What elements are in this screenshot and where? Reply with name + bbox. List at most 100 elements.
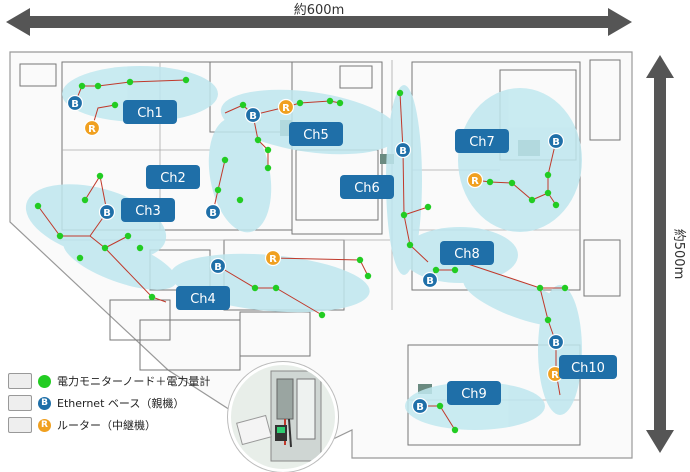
legend-node-label: 電力モニターノード＋電力量計 — [57, 375, 211, 388]
svg-text:Ch7: Ch7 — [469, 135, 495, 150]
node-dot — [136, 244, 144, 252]
channel-label-ch5: Ch5 — [289, 122, 343, 146]
legend: 電力モニターノード＋電力量計 B Ethernet ベース（親機） R ルーター… — [8, 370, 238, 436]
node-dot — [544, 171, 552, 179]
svg-text:Ch2: Ch2 — [160, 171, 186, 186]
node-dot — [251, 284, 259, 292]
channel-label-ch8: Ch8 — [440, 241, 494, 265]
base-marker: B — [209, 257, 227, 275]
height-arrow — [646, 55, 674, 453]
svg-text:B: B — [416, 402, 424, 413]
svg-text:R: R — [269, 254, 277, 265]
node-dot — [451, 426, 459, 434]
node-dot — [239, 101, 247, 109]
node-dot — [356, 256, 364, 264]
node-dot — [34, 202, 42, 210]
node-dot — [544, 316, 552, 324]
base-marker: B — [66, 94, 84, 112]
legend-row-base: B Ethernet ベース（親機） — [8, 392, 238, 414]
node-dot — [126, 78, 134, 86]
svg-text:Ch4: Ch4 — [190, 292, 216, 307]
node-dot — [536, 284, 544, 292]
svg-text:Ch3: Ch3 — [135, 204, 161, 219]
node-dot — [318, 311, 326, 319]
svg-text:B: B — [552, 338, 560, 349]
svg-text:R: R — [551, 370, 559, 381]
base-marker: B — [394, 141, 412, 159]
node-dot — [544, 189, 552, 197]
node-dot — [552, 201, 560, 209]
svg-text:B: B — [214, 262, 222, 273]
node-dot — [432, 266, 440, 274]
node-dot — [272, 284, 280, 292]
base-marker: B — [98, 203, 116, 221]
svg-text:B: B — [103, 208, 111, 219]
legend-row-router: R ルーター（中継機） — [8, 414, 238, 436]
svg-text:Ch1: Ch1 — [137, 106, 163, 121]
base-marker: B — [204, 203, 222, 221]
router-marker: R — [277, 98, 295, 116]
node-dot — [326, 97, 334, 105]
node-dot — [96, 172, 104, 180]
node-dot — [406, 241, 414, 249]
node-dot — [436, 402, 444, 410]
node-dot — [214, 186, 222, 194]
node-dot — [424, 203, 432, 211]
svg-text:B: B — [552, 137, 560, 148]
svg-text:B: B — [399, 146, 407, 157]
node-dot — [78, 82, 86, 90]
svg-text:R: R — [282, 103, 290, 114]
svg-text:Ch6: Ch6 — [354, 181, 380, 196]
base-marker: B — [547, 132, 565, 150]
node-dot — [486, 178, 494, 186]
width-arrow — [6, 8, 632, 36]
node-dot — [336, 99, 344, 107]
width-label: 約600m — [294, 3, 344, 18]
node-dot — [111, 101, 119, 109]
node-dot — [148, 293, 156, 301]
height-label: 約500m — [671, 229, 686, 279]
electrical-panel-icon — [236, 370, 322, 462]
node-dot — [182, 76, 190, 84]
base-marker: B — [411, 397, 429, 415]
node-dot — [264, 146, 272, 154]
router-marker: R — [466, 171, 484, 189]
svg-text:B: B — [209, 208, 217, 219]
channel-label-ch10: Ch10 — [559, 355, 617, 379]
node-dot — [221, 156, 229, 164]
node-dot — [124, 232, 132, 240]
svg-text:Ch10: Ch10 — [571, 361, 605, 376]
legend-row-node: 電力モニターノード＋電力量計 — [8, 370, 238, 392]
node-dot — [400, 211, 408, 219]
node-dot — [508, 179, 516, 187]
base-marker: B — [244, 106, 262, 124]
node-dot — [264, 164, 272, 172]
channel-label-ch3: Ch3 — [121, 198, 175, 222]
svg-text:B: B — [249, 111, 257, 122]
node-dot — [364, 272, 372, 280]
channel-label-ch7: Ch7 — [455, 129, 509, 153]
svg-text:Ch5: Ch5 — [303, 128, 329, 143]
device-icon — [8, 373, 32, 389]
node-dot — [561, 284, 569, 292]
svg-text:B: B — [71, 99, 79, 110]
base-dot-icon: B — [38, 396, 51, 410]
channel-label-ch1: Ch1 — [123, 100, 177, 124]
node-dot — [81, 196, 89, 204]
node-dot — [94, 82, 102, 90]
node-dot — [296, 99, 304, 107]
node-dot — [528, 196, 536, 204]
node-dot — [236, 196, 244, 204]
node-dot — [396, 89, 404, 97]
base-marker: B — [547, 333, 565, 351]
node-dot — [451, 266, 459, 274]
node-dot — [254, 136, 262, 144]
svg-text:Ch8: Ch8 — [454, 247, 480, 262]
node-dot — [76, 254, 84, 262]
channel-label-ch4: Ch4 — [176, 286, 230, 310]
legend-base-label: Ethernet ベース（親機） — [57, 397, 185, 410]
svg-text:B: B — [426, 276, 434, 287]
